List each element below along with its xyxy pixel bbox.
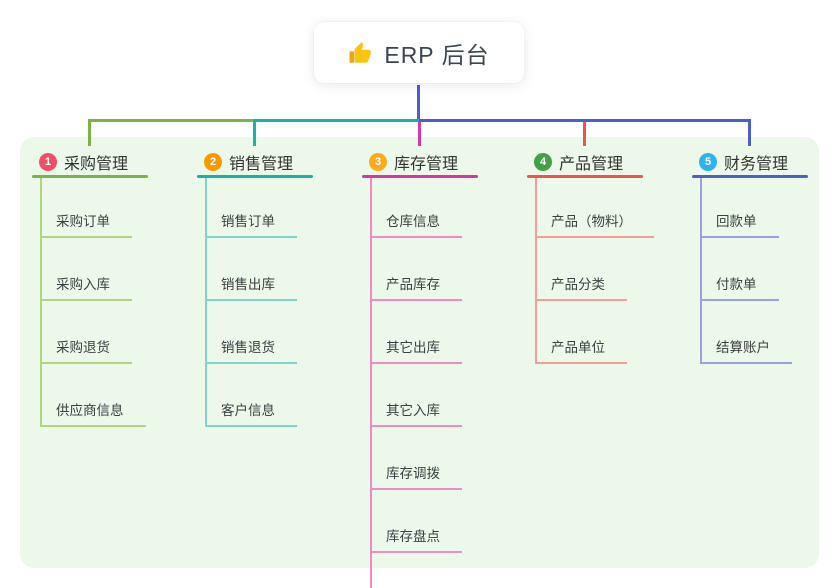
child-node[interactable]: 产品单位: [537, 301, 627, 364]
branch-4: 4 产品管理产品（物料）产品分类产品单位: [527, 148, 654, 364]
connector-line: [748, 119, 751, 146]
branch-underline: [692, 175, 808, 178]
child-node[interactable]: 供应商信息: [42, 364, 146, 427]
child-node[interactable]: 客户信息: [207, 364, 297, 427]
child-node[interactable]: 仓库信息: [372, 178, 462, 238]
branch-children: 仓库信息产品库存其它出库其它入库库存调拨库存盘点出库库明细: [370, 178, 478, 588]
child-node[interactable]: 产品（物料）: [537, 178, 654, 238]
child-node[interactable]: 出库库明细: [372, 553, 476, 588]
branch-title-label: 财务管理: [724, 155, 789, 173]
root-title: ERP 后台: [384, 41, 490, 68]
child-node[interactable]: 库存调拨: [372, 427, 462, 490]
branch-title-node[interactable]: 3 库存管理: [362, 148, 478, 175]
branch-number-badge: 3: [369, 152, 387, 171]
child-node[interactable]: 库存盘点: [372, 490, 462, 553]
child-node[interactable]: 其它出库: [372, 301, 462, 364]
branch-title-node[interactable]: 1 采购管理: [32, 148, 148, 175]
branch-1: 1 采购管理采购订单采购入库采购退货供应商信息: [32, 148, 148, 427]
branch-3: 3 库存管理仓库信息产品库存其它出库其它入库库存调拨库存盘点出库库明细: [362, 148, 478, 588]
branch-number-badge: 2: [204, 152, 222, 171]
connector-line: [419, 119, 751, 122]
connector-line: [583, 122, 586, 146]
branch-children: 回款单付款单结算账户: [700, 178, 808, 364]
branch-2: 2 销售管理销售订单销售出库销售退货客户信息: [197, 148, 313, 427]
branch-children: 产品（物料）产品分类产品单位: [535, 178, 654, 364]
child-node[interactable]: 采购退货: [42, 301, 132, 364]
branch-children: 销售订单销售出库销售退货客户信息: [205, 178, 313, 427]
branch-number-badge: 4: [534, 152, 552, 171]
branch-number-badge: 1: [39, 152, 57, 171]
connector-line: [88, 119, 91, 146]
branch-underline: [362, 175, 478, 178]
thumbs-up-icon: [349, 41, 372, 63]
branch-underline: [527, 175, 643, 178]
connector-line: [253, 119, 256, 146]
connector-line: [88, 119, 255, 122]
branch-number-badge: 5: [699, 152, 717, 171]
branch-title-node[interactable]: 4 产品管理: [527, 148, 643, 175]
branches-panel: [20, 137, 819, 568]
child-node[interactable]: 产品库存: [372, 238, 462, 301]
child-node[interactable]: 产品分类: [537, 238, 627, 301]
branch-title-label: 库存管理: [394, 155, 459, 173]
root-node[interactable]: ERP 后台: [314, 22, 524, 83]
branch-5: 5 财务管理回款单付款单结算账户: [692, 148, 808, 364]
child-node[interactable]: 采购入库: [42, 238, 132, 301]
child-node[interactable]: 回款单: [702, 178, 779, 238]
branch-title-node[interactable]: 5 财务管理: [692, 148, 808, 175]
branch-title-node[interactable]: 2 销售管理: [197, 148, 313, 175]
branch-underline: [197, 175, 313, 178]
branch-underline: [32, 175, 148, 178]
branch-title-label: 产品管理: [559, 155, 624, 173]
branch-children: 采购订单采购入库采购退货供应商信息: [40, 178, 148, 427]
child-node[interactable]: 销售退货: [207, 301, 297, 364]
child-node[interactable]: 销售出库: [207, 238, 297, 301]
branch-title-label: 采购管理: [64, 155, 129, 173]
child-node[interactable]: 采购订单: [42, 178, 132, 238]
child-node[interactable]: 其它入库: [372, 364, 462, 427]
connector-line: [254, 119, 420, 122]
connector-line: [418, 122, 421, 146]
child-node[interactable]: 结算账户: [702, 301, 792, 364]
child-node[interactable]: 付款单: [702, 238, 779, 301]
branch-title-label: 销售管理: [229, 155, 294, 173]
child-node[interactable]: 销售订单: [207, 178, 297, 238]
connector-line: [417, 85, 420, 120]
